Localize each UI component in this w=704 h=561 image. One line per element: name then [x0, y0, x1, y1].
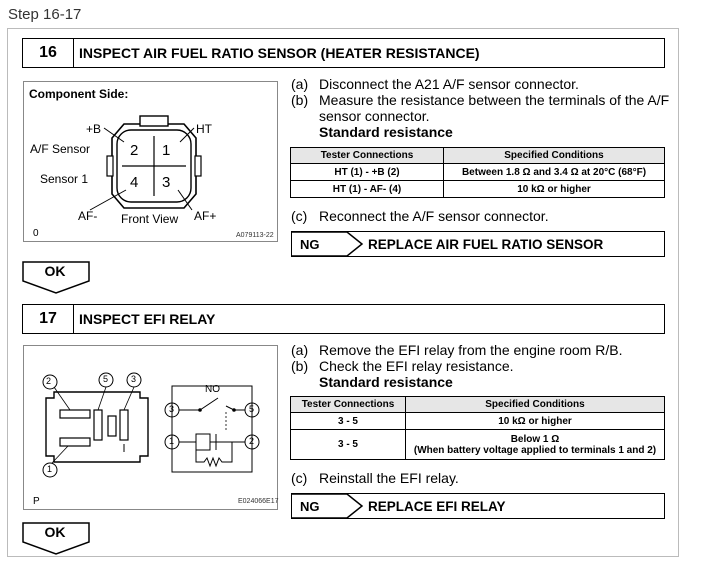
step-number: 16: [23, 39, 74, 67]
ng-label: NG: [300, 498, 320, 514]
reconnect-instruction: (c)Reconnect the A/F sensor connector.: [291, 208, 549, 224]
step-title: INSPECT AIR FUEL RATIO SENSOR (HEATER RE…: [79, 45, 480, 61]
table-header: Tester Connections: [290, 396, 406, 413]
label-ht: HT: [196, 122, 212, 136]
relay-drawing: [42, 372, 260, 478]
page-title: Step 16-17: [8, 6, 82, 23]
figure-corner-left: 0: [33, 228, 39, 239]
table-row: 3 - 5 10 kΩ or higher: [290, 412, 665, 430]
label-sensor-1: Sensor 1: [40, 172, 89, 186]
table-row: 3 - 5 Below 1 Ω(When battery voltage app…: [290, 429, 665, 460]
ok-label: OK: [44, 263, 66, 279]
label-plus-b: +B: [86, 122, 102, 136]
step-16-instructions: (a)Disconnect the A21 A/F sensor connect…: [291, 76, 670, 140]
pin-2: 2: [130, 142, 139, 159]
pin-4: 4: [130, 174, 139, 191]
efi-relay-figure: 2 5 3 1 NO 3 5 1 2 P E024066E17: [23, 345, 278, 510]
step-17-spec-table: Tester Connections Specified Conditions …: [290, 396, 665, 460]
ok-label: OK: [44, 524, 66, 540]
ok-tag-16: OK: [22, 261, 90, 300]
ng-action: REPLACE EFI RELAY: [368, 498, 506, 514]
no-contact-label: NO: [205, 384, 220, 395]
label-af-minus: AF-: [78, 209, 98, 223]
standard-resistance-label: Standard resistance: [319, 374, 453, 390]
pin-3: 3: [162, 174, 171, 191]
step-17-header: 17 INSPECT EFI RELAY: [22, 304, 665, 334]
table-row: HT (1) - AF- (4) 10 kΩ or higher: [290, 180, 665, 198]
label-front-view: Front View: [121, 212, 179, 226]
ng-result-16: NG REPLACE AIR FUEL RATIO SENSOR: [291, 231, 665, 257]
figure-id: A079113-22: [236, 232, 274, 239]
ok-tag-17: OK: [22, 522, 90, 561]
step-16-spec-table: Tester Connections Specified Conditions …: [290, 147, 665, 198]
ng-action: REPLACE AIR FUEL RATIO SENSOR: [368, 236, 604, 252]
table-header: Specified Conditions: [405, 396, 665, 413]
reinstall-instruction: (c)Reinstall the EFI relay.: [291, 470, 459, 486]
figure-heading: Component Side:: [29, 87, 129, 101]
schematic-pin-2: 2: [249, 436, 255, 446]
pin-1: 1: [47, 464, 53, 474]
label-af-plus: AF+: [194, 209, 217, 223]
figure-corner-left: P: [33, 496, 40, 507]
ng-label: NG: [300, 236, 320, 252]
step-16-header: 16 INSPECT AIR FUEL RATIO SENSOR (HEATER…: [22, 38, 665, 68]
figure-id: E024066E17: [238, 498, 279, 505]
ng-result-17: NG REPLACE EFI RELAY: [291, 493, 665, 519]
label-af-sensor: A/F Sensor: [30, 142, 91, 156]
pin-2: 2: [46, 376, 52, 386]
table-row: HT (1) - +B (2) Between 1.8 Ω and 3.4 Ω …: [290, 163, 665, 181]
step-title: INSPECT EFI RELAY: [79, 311, 216, 327]
step-17-instructions: (a)Remove the EFI relay from the engine …: [291, 342, 623, 390]
schematic-pin-5: 5: [249, 404, 255, 414]
table-header: Tester Connections: [290, 147, 444, 164]
connector-drawing: [89, 115, 202, 211]
step-number: 17: [23, 305, 74, 333]
table-header: Specified Conditions: [443, 147, 665, 164]
pin-5: 5: [103, 374, 109, 384]
af-sensor-figure: Component Side: +B HT A/F Sensor Sensor …: [23, 81, 278, 242]
pin-3: 3: [131, 374, 137, 384]
schematic-pin-1: 1: [169, 436, 175, 446]
standard-resistance-label: Standard resistance: [319, 124, 453, 140]
schematic-pin-3: 3: [169, 404, 175, 414]
pin-1: 1: [162, 142, 171, 159]
